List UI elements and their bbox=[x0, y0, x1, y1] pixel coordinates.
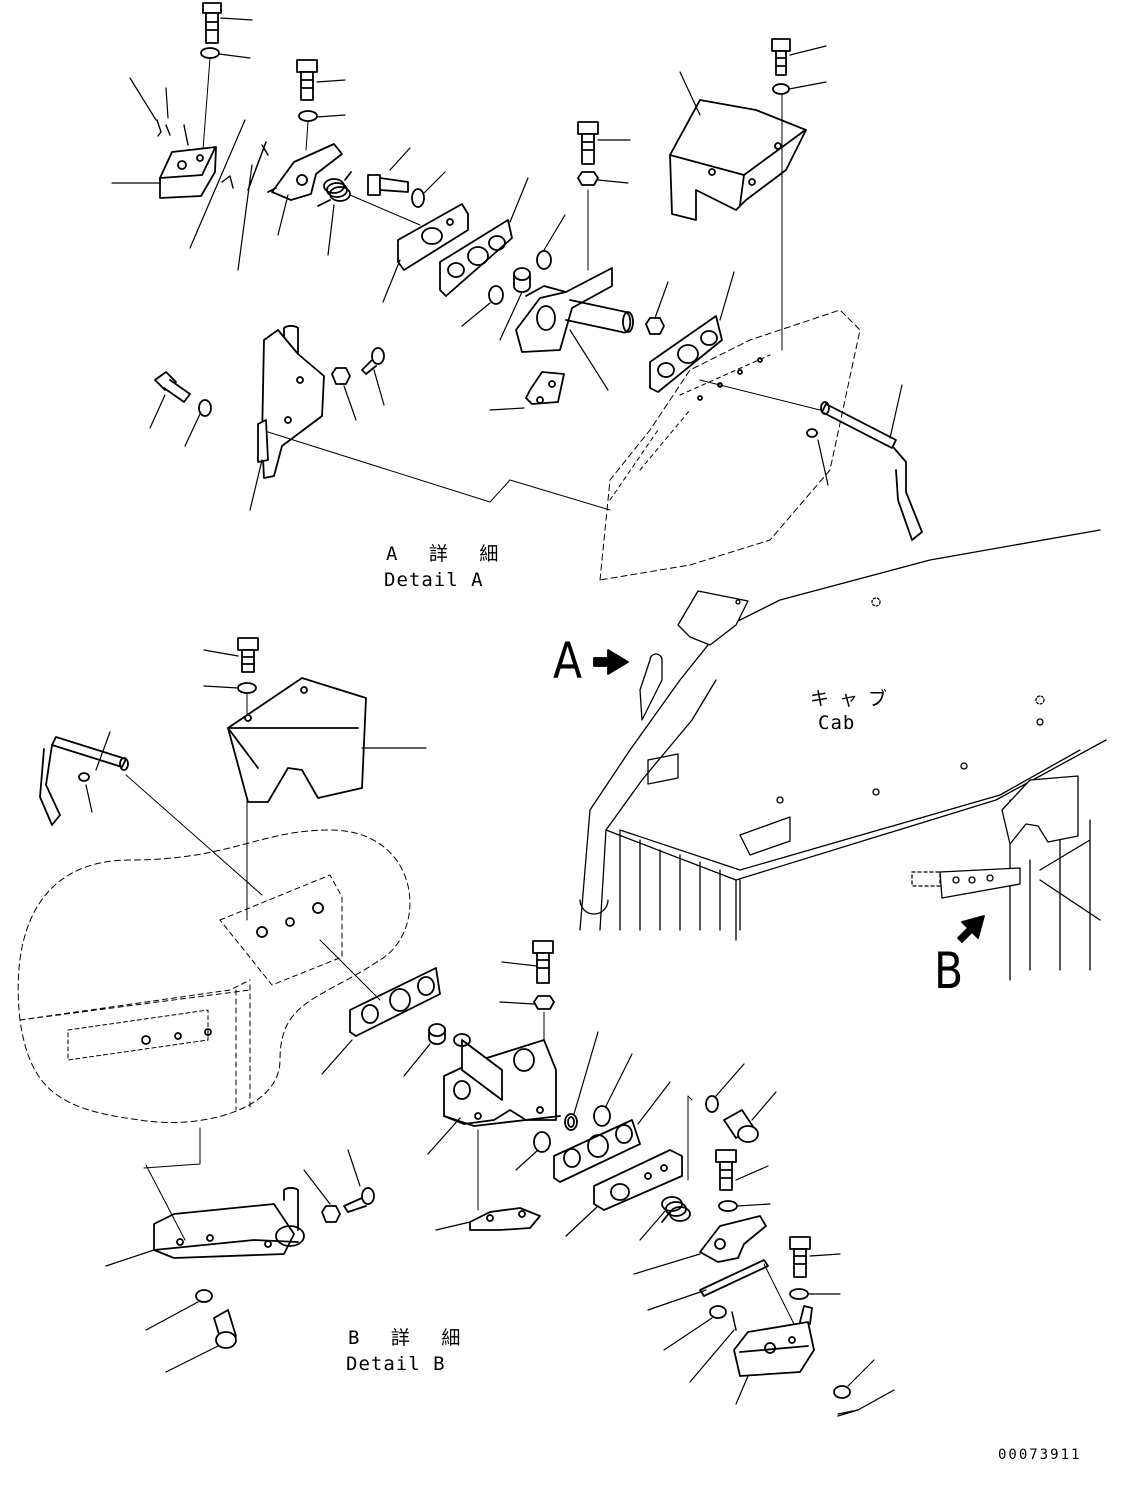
handle-lever-icon bbox=[39, 736, 129, 826]
cab-cover-b-icon bbox=[1001, 775, 1079, 845]
detail-b-title-en: Detail B bbox=[346, 1353, 446, 1375]
washer-icon bbox=[718, 1200, 738, 1212]
bolt-icon bbox=[213, 1309, 237, 1349]
plate-icon bbox=[553, 1119, 641, 1183]
nut-icon bbox=[645, 317, 665, 335]
washer-icon bbox=[709, 1305, 727, 1319]
nut-icon bbox=[331, 367, 351, 385]
arrow-a-icon bbox=[593, 649, 629, 675]
latch-lever-icon bbox=[267, 143, 343, 201]
lock-block-icon bbox=[159, 146, 217, 199]
washer-icon bbox=[789, 1288, 809, 1300]
lock-block-icon bbox=[733, 1305, 815, 1377]
detail-b-group bbox=[17, 637, 895, 1417]
bolt-icon bbox=[789, 1236, 811, 1278]
document-number: 00073911 bbox=[998, 1447, 1082, 1463]
cab-outline-dashed-b bbox=[17, 829, 411, 1123]
bolt-icon bbox=[723, 1109, 759, 1143]
plate-icon bbox=[593, 1149, 683, 1211]
spring-ring-icon bbox=[564, 1113, 578, 1131]
washer-icon bbox=[198, 399, 212, 417]
plate-icon bbox=[649, 315, 723, 393]
bushing-icon bbox=[513, 267, 531, 293]
detail-a-group bbox=[111, 2, 923, 581]
nut-icon bbox=[533, 995, 555, 1010]
screw-icon bbox=[343, 1187, 375, 1213]
cover-icon bbox=[227, 677, 367, 803]
bolt-icon bbox=[577, 121, 599, 165]
hinge-bracket-icon bbox=[515, 267, 634, 353]
clip-icon bbox=[525, 371, 565, 405]
cab-cover-icon bbox=[677, 590, 749, 646]
latch-lever-icon bbox=[153, 1187, 305, 1259]
screw-icon bbox=[361, 347, 385, 375]
cab-outline-dashed bbox=[599, 309, 861, 581]
plate-icon bbox=[349, 967, 441, 1037]
bolt-icon bbox=[715, 1149, 737, 1191]
bolt-icon bbox=[154, 371, 191, 403]
bolt-icon bbox=[532, 940, 554, 984]
bolt-icon bbox=[367, 174, 409, 196]
plate-icon bbox=[397, 203, 469, 271]
washer-icon bbox=[411, 188, 425, 208]
cab-title-jp: キャブ bbox=[810, 688, 898, 710]
marker-b: B bbox=[934, 942, 964, 1000]
bolt-icon bbox=[237, 637, 259, 673]
spring-icon bbox=[317, 171, 352, 207]
washer-icon bbox=[200, 47, 220, 59]
cab-hinge-icon bbox=[939, 867, 1021, 899]
bolt-icon bbox=[771, 38, 791, 76]
hinge-bracket-icon bbox=[443, 1033, 561, 1127]
handle-lever-icon bbox=[820, 401, 923, 541]
nut-icon bbox=[321, 1205, 341, 1223]
detail-a-title-jp: A 詳 細 bbox=[386, 543, 509, 565]
washer-icon bbox=[195, 1289, 213, 1303]
cover-icon bbox=[669, 99, 807, 221]
latch-lever-icon bbox=[699, 1215, 767, 1263]
washer-icon bbox=[833, 1385, 851, 1399]
detail-a-title-en: Detail A bbox=[384, 569, 484, 591]
washer-icon bbox=[705, 1095, 719, 1113]
marker-a: A bbox=[553, 632, 583, 690]
bolt-icon bbox=[296, 59, 318, 101]
nut-icon bbox=[577, 171, 599, 186]
bushing-icon bbox=[428, 1023, 446, 1045]
cab-title-en: Cab bbox=[818, 712, 856, 734]
bolt-icon bbox=[202, 2, 222, 44]
washer-icon bbox=[772, 83, 790, 95]
washer-icon bbox=[237, 682, 257, 694]
washer-icon bbox=[298, 110, 318, 122]
cab-group bbox=[579, 529, 1107, 981]
spring-icon bbox=[661, 1196, 691, 1223]
clip-icon bbox=[469, 1207, 541, 1231]
detail-b-title-jp: B 詳 細 bbox=[348, 1327, 471, 1349]
arrow-b-icon bbox=[957, 915, 985, 943]
plate-icon bbox=[439, 219, 513, 297]
latch-post-icon bbox=[257, 325, 325, 479]
